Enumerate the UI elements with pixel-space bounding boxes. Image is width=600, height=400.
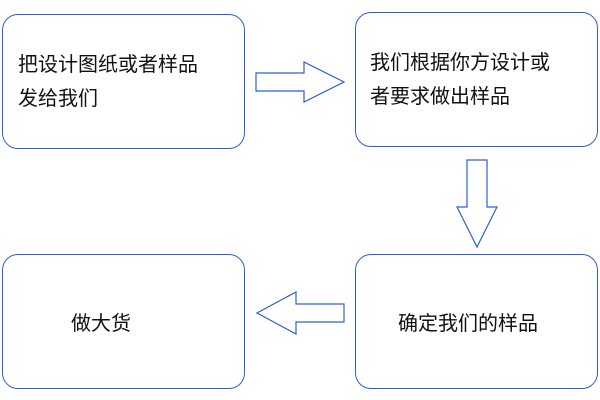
- step-make-sample-box: 我们根据你方设计或 者要求做出样品: [355, 12, 598, 147]
- arrow-right: [255, 61, 346, 103]
- step-1-line-2: 发给我们: [18, 86, 98, 110]
- step-4-label: 做大货: [71, 311, 131, 335]
- step-2-line-1: 我们根据你方设计或: [370, 50, 550, 74]
- step-3-label: 确定我们的样品: [398, 311, 538, 335]
- step-confirm-sample-box: 确定我们的样品: [355, 254, 598, 389]
- step-send-design-box: 把设计图纸或者样品 发给我们: [2, 14, 245, 149]
- arrow-down: [456, 159, 498, 249]
- step-1-line-1: 把设计图纸或者样品: [18, 52, 198, 76]
- step-mass-production-box: 做大货: [2, 254, 245, 389]
- arrow-left: [255, 290, 345, 336]
- step-2-line-2: 者要求做出样品: [370, 84, 510, 108]
